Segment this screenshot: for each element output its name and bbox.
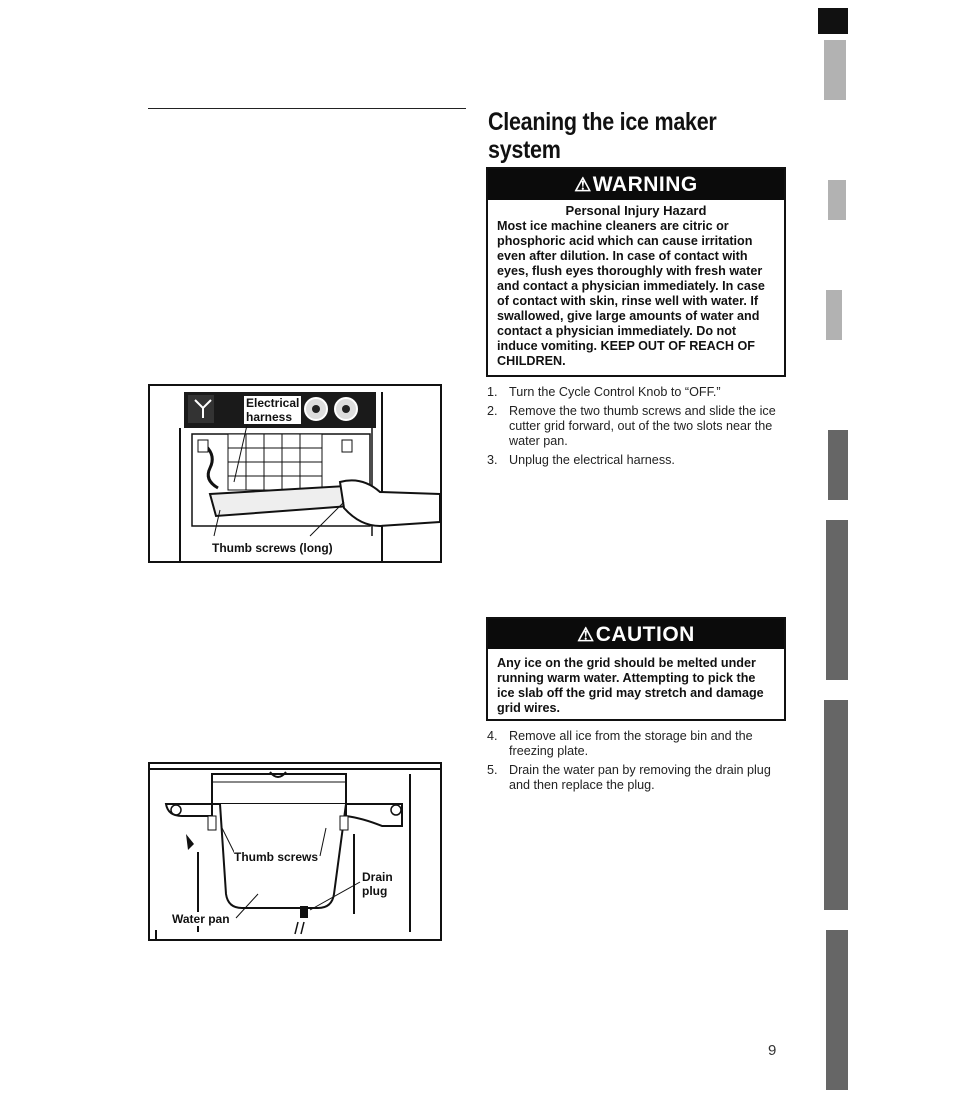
- label-drain-plug: Drain plug: [362, 870, 393, 898]
- label-line: Electrical: [246, 396, 300, 410]
- ice-maker-drawing: [179, 392, 440, 561]
- page-title-line-2: system: [488, 136, 561, 164]
- caution-heading: CAUTION: [595, 623, 695, 646]
- top-rule: [148, 108, 466, 109]
- label-electrical-harness: Electrical harness: [244, 396, 302, 424]
- step-number: 5.: [487, 763, 498, 777]
- warning-heading: WARNING: [592, 173, 698, 196]
- page-title-line-1: Cleaning the ice maker: [488, 108, 717, 136]
- list-item: 5. Drain the water pan by removing the dr…: [487, 763, 785, 793]
- page-title: Cleaning the ice maker system: [488, 108, 746, 164]
- step-text: Turn the Cycle Control Knob to “OFF.”: [509, 385, 721, 399]
- caution-body: Any ice on the grid should be melted und…: [497, 656, 764, 715]
- list-item: 3. Unplug the electrical harness.: [487, 453, 785, 468]
- warning-triangle-icon: ⚠: [577, 625, 595, 646]
- caution-header: ⚠CAUTION: [488, 619, 784, 649]
- steps-list-1: 1.Turn the Cycle Control Knob to “OFF.” …: [487, 385, 785, 472]
- step-number: 2.: [487, 404, 498, 418]
- warning-subheading: Personal Injury Hazard: [565, 203, 707, 218]
- label-line: harness: [246, 410, 293, 424]
- label-line: plug: [362, 884, 388, 898]
- warning-triangle-icon: ⚠: [574, 175, 592, 196]
- scan-edge-artifact: [818, 8, 848, 1090]
- ice-maker-illustration: Electrical harness Thumb screws (long): [148, 384, 442, 563]
- warning-header: ⚠WARNING: [488, 169, 784, 200]
- water-pan-illustration: Thumb screws Drain plug Water pan: [148, 762, 442, 941]
- label-water-pan: Water pan: [172, 912, 230, 926]
- step-text: Drain the water pan by removing the drai…: [509, 763, 771, 792]
- page-number: 9: [768, 1042, 777, 1059]
- step-text: Remove all ice from the storage bin and …: [509, 729, 753, 758]
- list-item: 4. Remove all ice from the storage bin an…: [487, 729, 785, 759]
- list-item: 2. Remove the two thumb screws and slide …: [487, 404, 785, 449]
- step-number: 3.: [487, 453, 498, 467]
- warning-box: ⚠WARNING Personal Injury Hazard Most ice…: [486, 167, 786, 377]
- step-text: Unplug the electrical harness.: [509, 453, 675, 467]
- label-thumb-screws-long: Thumb screws (long): [212, 541, 333, 555]
- list-item: 1. Turn the Cycle Control Knob to “OFF.”: [487, 385, 785, 400]
- label-thumb-screws: Thumb screws: [234, 850, 319, 864]
- step-text: Remove the two thumb screws and slide th…: [509, 404, 776, 448]
- step-number: 4.: [487, 729, 498, 743]
- warning-body: Most ice machine cleaners are citric or …: [497, 219, 765, 368]
- caution-box: ⚠CAUTION Any ice on the grid should be m…: [486, 617, 786, 721]
- steps-list-2: 4. Remove all ice from the storage bin an…: [487, 729, 785, 797]
- step-number: 1.: [487, 385, 498, 399]
- label-line: Drain: [362, 870, 393, 884]
